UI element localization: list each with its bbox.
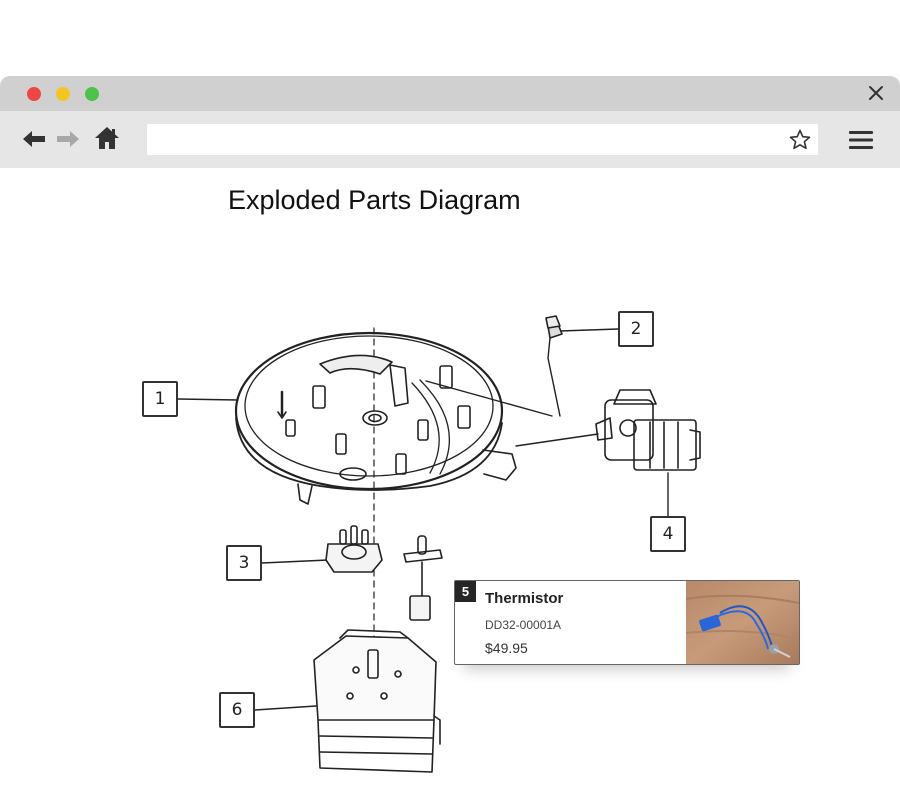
star-icon[interactable] <box>788 128 812 152</box>
exploded-parts-diagram <box>177 315 701 773</box>
part-detail-card[interactable]: 5 Thermistor DD32-00001A $49.95 <box>454 580 800 665</box>
arrow-right-icon[interactable] <box>55 128 81 150</box>
part-1-sump-base <box>234 331 517 505</box>
browser-window: Exploded Parts Diagram <box>0 76 900 800</box>
part-name: Thermistor <box>485 590 564 607</box>
part-price: $49.95 <box>485 640 528 656</box>
maximize-window-button[interactable] <box>85 87 99 101</box>
part-number-badge: 5 <box>455 581 476 602</box>
callout-2[interactable]: 2 <box>618 311 654 347</box>
title-bar <box>0 76 900 111</box>
browser-toolbar <box>0 111 900 168</box>
part-photo <box>686 581 799 664</box>
part-sku: DD32-00001A <box>485 618 562 632</box>
page-title: Exploded Parts Diagram <box>228 185 521 215</box>
part-4-drain-pump <box>595 389 701 471</box>
page-content: Exploded Parts Diagram <box>0 168 900 800</box>
leader-lines <box>177 327 669 711</box>
arrow-left-icon[interactable] <box>21 128 47 150</box>
home-icon[interactable] <box>94 125 120 151</box>
part-2-clip <box>545 315 563 339</box>
callout-1[interactable]: 1 <box>142 381 178 417</box>
callout-4[interactable]: 4 <box>650 516 686 552</box>
minimize-window-button[interactable] <box>56 87 70 101</box>
part-6-motor <box>313 629 441 773</box>
callout-6[interactable]: 6 <box>219 692 255 728</box>
hamburger-menu-icon[interactable] <box>848 129 874 151</box>
close-icon[interactable] <box>866 83 886 103</box>
callout-3[interactable]: 3 <box>226 545 262 581</box>
part-3-connector <box>325 525 383 573</box>
close-window-button[interactable] <box>27 87 41 101</box>
part-5-thermistor-sketch <box>403 535 443 621</box>
address-bar[interactable] <box>147 124 818 155</box>
